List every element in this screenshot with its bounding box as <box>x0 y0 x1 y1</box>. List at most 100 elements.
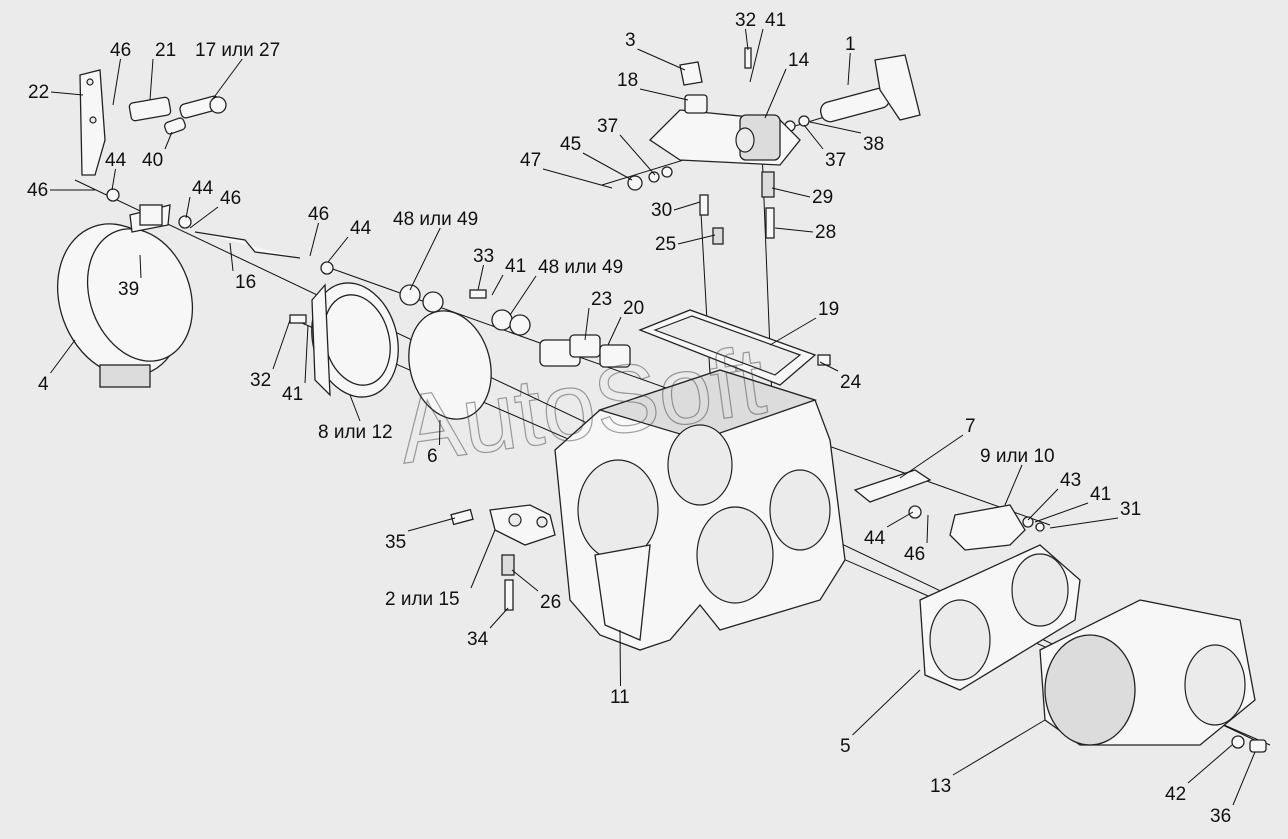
callout-label: 17 или 27 <box>195 40 280 61</box>
callout-label: 33 <box>473 246 494 267</box>
callout-label: 44 <box>864 528 886 549</box>
callout-label: 13 <box>930 776 951 797</box>
leader-line <box>1027 488 1059 521</box>
leader-line <box>304 324 309 384</box>
leader-line <box>749 28 764 83</box>
leader-line <box>584 307 590 341</box>
leader-line <box>439 419 441 446</box>
lever-plate <box>79 69 106 176</box>
callout-label: 37 <box>597 116 618 137</box>
callout-label: 41 <box>1090 484 1111 505</box>
callout-label: 22 <box>28 82 49 103</box>
callout-label: 41 <box>505 256 526 277</box>
callout-label: 38 <box>863 134 884 155</box>
callout-label: 3 <box>625 30 636 51</box>
side-cover <box>949 504 1026 551</box>
top-cover <box>648 61 801 166</box>
leader-line <box>803 124 824 150</box>
leader-line <box>677 234 716 245</box>
leader-line <box>607 316 622 346</box>
callout-label: 23 <box>591 289 612 310</box>
top-gasket <box>638 309 817 386</box>
callout-label: 20 <box>623 298 644 319</box>
leader-line <box>774 227 814 233</box>
callout-label: 16 <box>235 272 256 293</box>
leader-line <box>1187 744 1233 784</box>
leader-line <box>619 629 621 687</box>
leader-line <box>1004 464 1023 506</box>
callout-label: 46 <box>904 544 925 565</box>
callout-label: 46 <box>308 204 329 225</box>
callout-label: 28 <box>815 222 836 243</box>
leader-line <box>407 517 456 532</box>
callout-label: 18 <box>617 70 638 91</box>
leader-line <box>409 227 441 291</box>
leader-line <box>673 201 701 211</box>
leader-line <box>489 607 509 629</box>
callout-label: 41 <box>282 384 303 405</box>
leader-line <box>899 434 964 479</box>
leader-line <box>470 529 496 589</box>
leader-line <box>926 514 929 544</box>
callout-label: 43 <box>1060 470 1081 491</box>
callout-label: 8 или 12 <box>318 422 393 443</box>
callout-label: 29 <box>812 187 833 208</box>
callout-label: 32 <box>735 10 756 31</box>
round-cover <box>311 282 399 398</box>
leader-line <box>639 88 689 101</box>
leader-line <box>189 206 219 229</box>
callout-label: 7 <box>965 416 976 437</box>
gearbox-housing <box>554 369 846 651</box>
leader-line <box>847 52 851 86</box>
callout-label: 47 <box>520 150 541 171</box>
leader-line <box>764 68 787 119</box>
callout-label: 46 <box>110 40 131 61</box>
leader-line <box>211 58 243 101</box>
fork-pin-group <box>128 95 227 135</box>
leader-line <box>886 511 914 528</box>
callout-label: 36 <box>1210 806 1231 827</box>
callout-label: 46 <box>220 188 241 209</box>
leader-line <box>542 168 613 189</box>
leader-line <box>771 187 811 198</box>
callout-label: 35 <box>385 532 406 553</box>
leader-line <box>185 196 191 219</box>
callout-label: 9 или 10 <box>980 446 1055 467</box>
callout-label: 5 <box>840 736 851 757</box>
leader-line <box>852 669 921 736</box>
rear-housing <box>1039 599 1256 746</box>
bracket <box>489 504 556 546</box>
leader-line <box>229 242 234 272</box>
callout-label: 32 <box>250 370 271 391</box>
callout-label: 30 <box>651 200 672 221</box>
leader-line <box>327 236 349 263</box>
leader-line <box>139 254 142 279</box>
leader-line <box>509 275 537 316</box>
gasket-round <box>408 310 492 420</box>
callout-label: 46 <box>27 180 48 201</box>
leader-line <box>272 319 291 370</box>
callout-label: 25 <box>655 234 676 255</box>
callout-label: 44 <box>105 150 127 171</box>
shift-fork <box>539 334 631 368</box>
callout-label: 45 <box>560 134 581 155</box>
leader-line <box>164 131 173 150</box>
callout-label: 41 <box>765 10 786 31</box>
callout-label: 4 <box>38 374 49 395</box>
callout-label: 31 <box>1120 499 1141 520</box>
rod <box>194 231 301 259</box>
leader-line <box>491 274 504 296</box>
leader-line <box>50 339 76 374</box>
leader-line <box>809 121 862 134</box>
callout-label: 48 или 49 <box>538 257 623 278</box>
callout-label: 39 <box>118 279 139 300</box>
callout-label: 40 <box>142 150 163 171</box>
washers-seals <box>106 115 1245 749</box>
leader-line <box>511 569 539 592</box>
leader-line <box>619 134 656 176</box>
callout-label: 2 или 15 <box>385 589 460 610</box>
leader-lines <box>50 28 1256 806</box>
callout-label: 34 <box>467 629 489 650</box>
